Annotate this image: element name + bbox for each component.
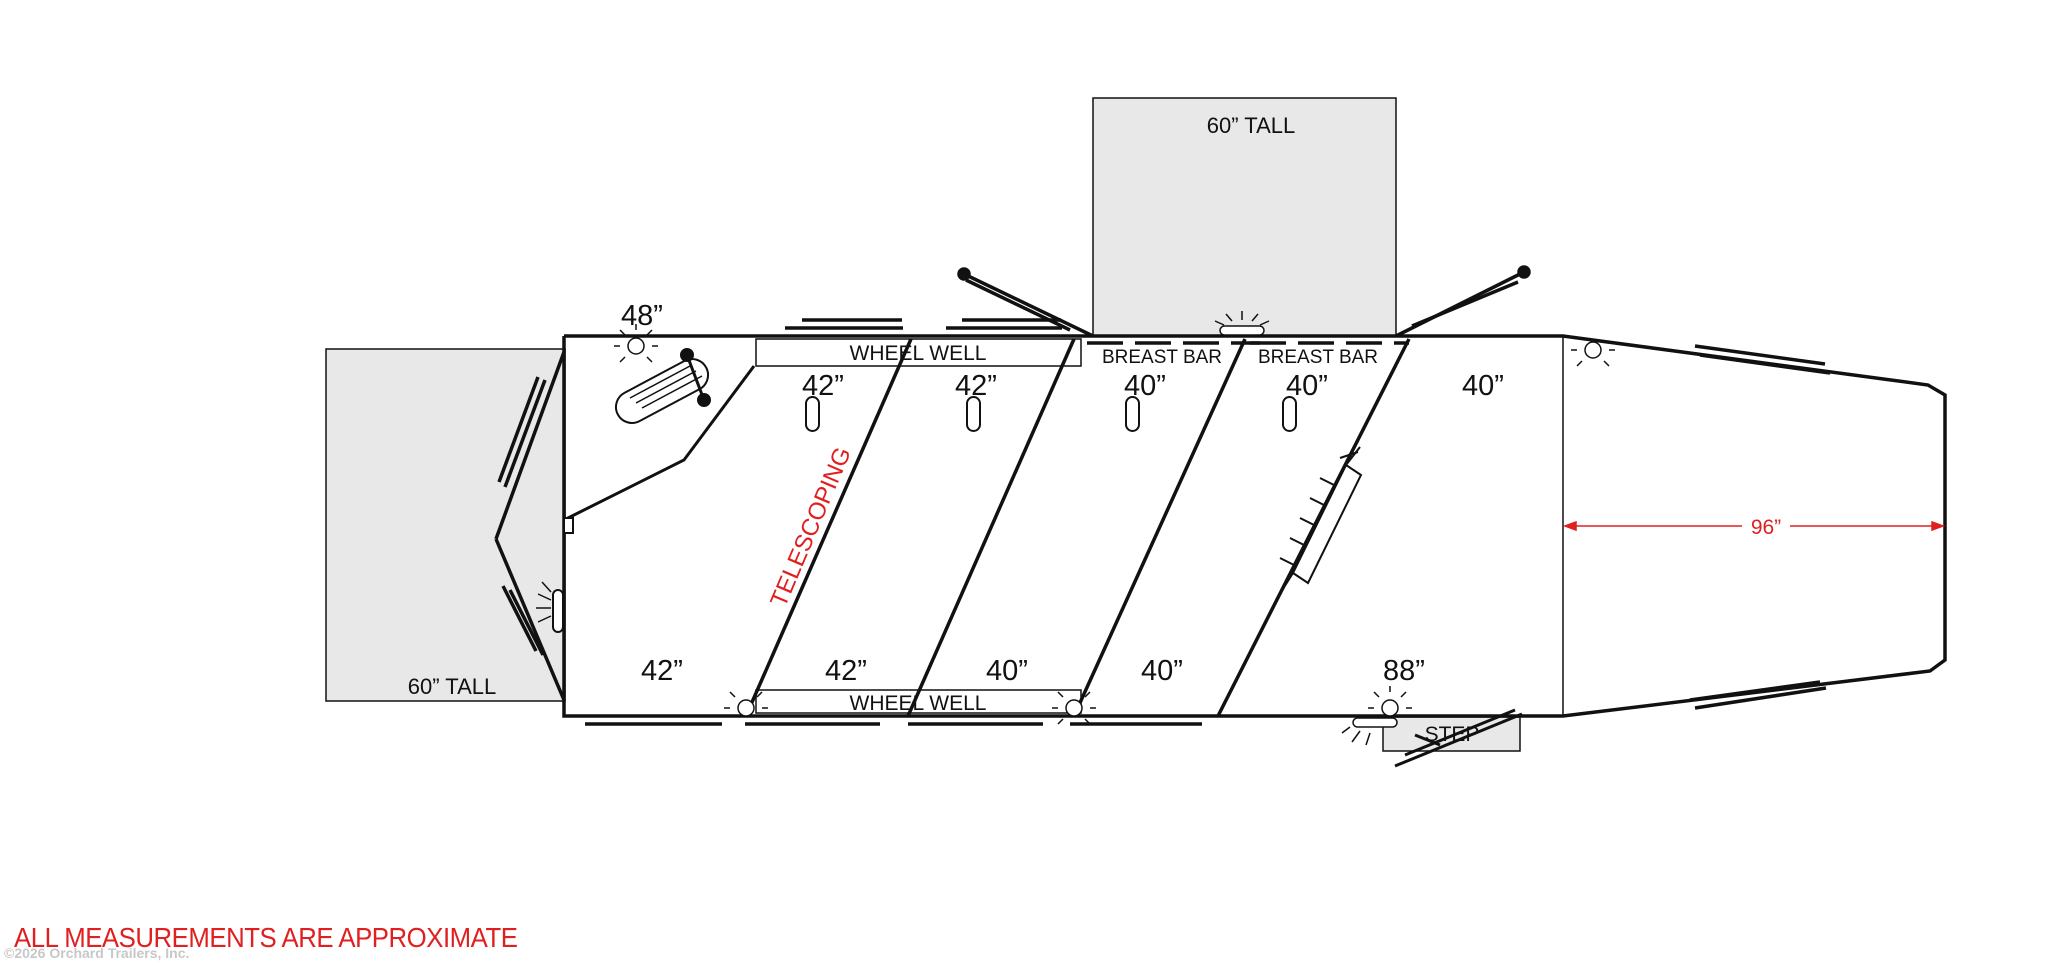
side-ramp [1092,97,1397,337]
copyright-watermark: ©2026 Orchard Trailers, Inc. [4,945,190,961]
rear-door [494,351,566,701]
dim-stall4-top: 40” [1286,370,1328,402]
dim-stall3-top: 40” [1124,370,1166,402]
rear-side-window [552,589,564,633]
light-icons [536,311,1615,746]
side-ramp-label: 60” TALL [1207,113,1295,138]
dim-dressing-top: 40” [1462,370,1504,402]
light-icon [1368,686,1412,717]
dim-stall1-bottom: 42” [825,655,867,687]
wheel-well-top-label: WHEEL WELL [850,342,987,365]
dim-side-door: 88” [1383,655,1425,687]
side-door-top-left [957,267,1094,338]
light-icon [1052,691,1096,725]
wheel-well-top [755,338,1082,367]
stall-dividers [744,338,1411,717]
breast-bar-2-label: BREAST BAR [1258,347,1378,368]
disclaimer-text: ALL MEASUREMENTS ARE APPROXIMATE [14,922,518,953]
light-icon [1214,311,1270,336]
dim-stall3-bottom: 40” [1141,655,1183,687]
dim-rear-door: 48” [621,300,663,332]
step-door [1394,708,1523,768]
exterior-wall-marks [585,318,1831,726]
light-icon [614,324,658,363]
light-icon [536,581,552,623]
tack-wall [563,365,756,522]
dim-rear-bottom: 42” [641,655,683,687]
step-label: STEP [1425,723,1480,746]
light-icon [724,691,768,717]
telescoping-label: TELESCOPING [765,443,857,611]
hay-rack [1275,446,1363,601]
dim-stall2-bottom: 40” [986,655,1028,687]
dim-stall1-top: 42” [802,370,844,402]
light-icon [1571,341,1615,367]
side-door-top-right [1395,265,1531,338]
stall-windows [805,396,1297,432]
rear-ramp-label: 60” TALL [408,674,496,699]
latch [563,517,574,534]
width-label: 96” [1751,516,1781,539]
trailer-outline [562,334,1947,718]
light-icon [1341,717,1398,746]
saddle-rack [614,348,711,424]
wheel-well-bottom-label: WHEEL WELL [850,692,987,715]
breast-bar-1-label: BREAST BAR [1102,347,1222,368]
dim-stall2-top: 42” [955,370,997,402]
width-dimension [1562,520,1946,532]
